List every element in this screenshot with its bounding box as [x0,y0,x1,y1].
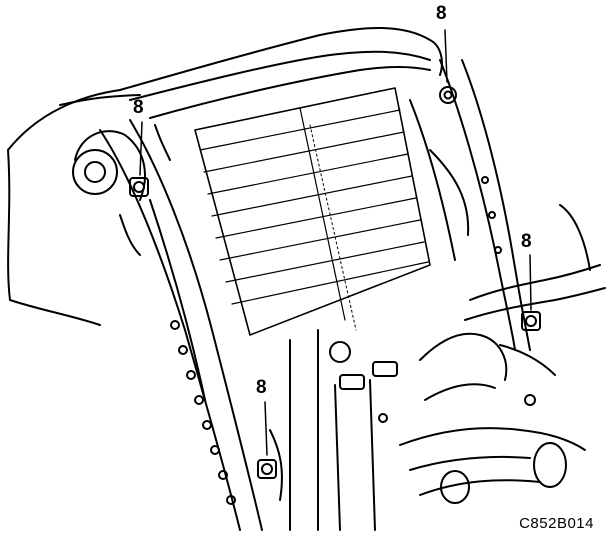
right-frame-rail [409,59,531,351]
seat-back-wire-mat [194,87,431,336]
left-recliner-hinge [72,130,149,256]
callout-leaders [139,29,532,456]
lower-mechanism [399,332,586,504]
left-frame-rail [99,119,263,531]
callout-left: 8 [133,97,144,118]
callout-top: 8 [436,3,447,24]
figure-code: C852B014 [519,515,594,532]
callout-right: 8 [521,231,532,252]
lower-left-bolt [257,429,283,501]
callout-bottom: 8 [256,377,267,398]
right-side-bracket [464,204,606,331]
seat-back-cushion [7,27,443,326]
center-lower-post [289,329,398,531]
